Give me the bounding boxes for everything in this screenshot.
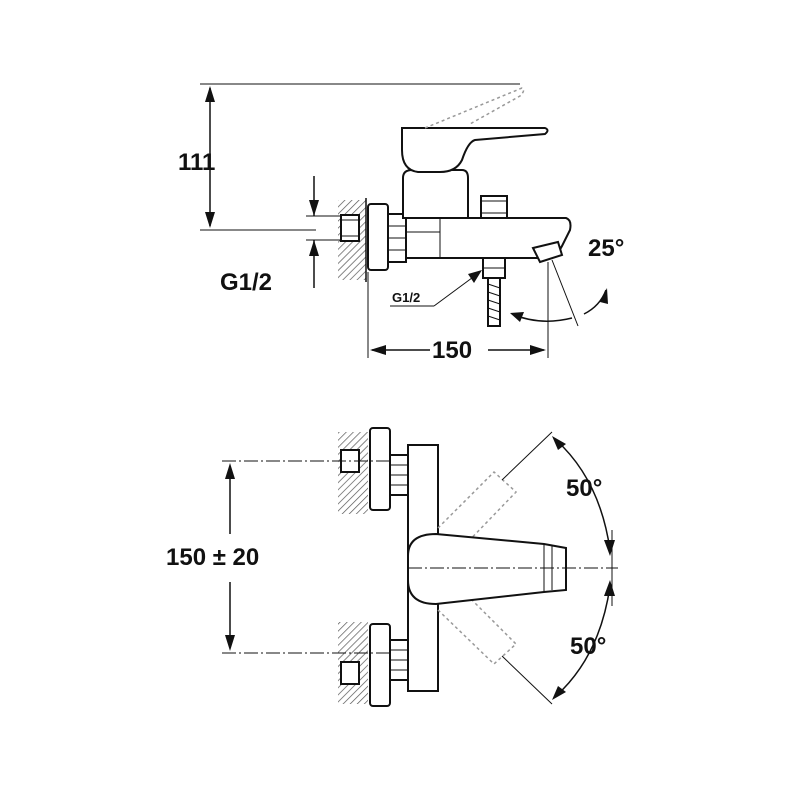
cartridge-housing (402, 169, 469, 219)
diverter-knob (480, 195, 508, 219)
lever-top-view (407, 532, 567, 606)
height-dimension-label: 111 (178, 149, 215, 176)
lever-right-ghost (437, 587, 518, 666)
upper-angle-label: 50° (566, 475, 602, 502)
inlet-thread-label: G1/2 (220, 269, 272, 296)
outlet-thread-label: G1/2 (392, 290, 420, 305)
spout-angle-label: 25° (588, 235, 624, 262)
upper-flange (369, 427, 391, 511)
spout-aerator (531, 240, 564, 264)
side-view: 111 G1/2 G1/2 150 25° (178, 83, 624, 364)
lower-connector (340, 661, 360, 685)
spacing-dimension-label: 150 ± 20 (166, 544, 259, 571)
wall-connector (340, 214, 360, 242)
top-view: 150 ± 20 50° 50° (166, 427, 618, 707)
lever-handle (401, 127, 549, 173)
lever-raised-ghost (424, 87, 525, 129)
lower-angle-label: 50° (570, 633, 606, 660)
lower-flange (369, 623, 391, 707)
wall-flange (367, 203, 389, 271)
width-dimension-label: 150 (432, 337, 472, 364)
